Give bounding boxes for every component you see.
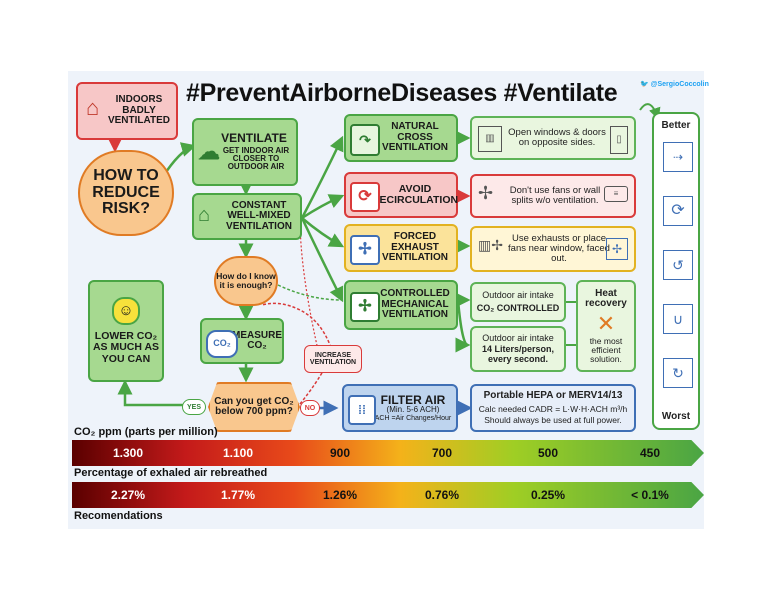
lower-label: LOWER CO₂ AS MUCH AS YOU CAN	[92, 330, 160, 365]
avoid-description-box: ✢ Don't use fans or wall splits w/o vent…	[470, 174, 636, 218]
co2-cloud-icon: CO₂	[206, 330, 238, 358]
natural-cross-ventilation-box: ↷ NATURAL CROSS VENTILATION	[344, 114, 458, 162]
recommendations-label: Recomendations	[74, 510, 163, 522]
pct-value-3: 1.26%	[322, 488, 358, 502]
indoors-badly-ventilated: ⌂ INDOORS BADLY VENTILATED	[76, 82, 178, 140]
wall-split-icon: ≡	[604, 186, 628, 202]
pct-value-2: 1.77%	[220, 488, 256, 502]
smiley-icon: ☺	[112, 297, 140, 326]
how-to-reduce-risk: HOW TO REDUCE RISK?	[78, 150, 174, 236]
twitter-icon: 🐦	[640, 81, 649, 88]
co2-value-6: 450	[639, 446, 661, 460]
measure-co2-box: CO₂ MEASURE CO₂	[200, 318, 284, 364]
twitter-handle-text: @SergioCoccolin	[650, 81, 709, 88]
pct-value-1: 2.27%	[110, 488, 146, 502]
avoid-description: Don't use fans or wall splits w/o ventil…	[509, 185, 601, 206]
heat-description: the most efficient solution.	[589, 335, 623, 364]
outdoor1-title: Outdoor air intake	[482, 290, 554, 301]
forced-exhaust-box: ✢ FORCED EXHAUST VENTILATION	[344, 224, 458, 272]
recirculation-flow-icon: ⟳	[663, 196, 693, 226]
avoid-recirculation-box: ⟳ AVOID RECIRCULATION	[344, 172, 458, 218]
house-person-icon: ⌂	[86, 95, 100, 120]
exhaust-fan-icon: ✢	[606, 238, 628, 260]
stagnant-flow-icon: ↻	[663, 358, 693, 388]
portable-note: Should always be used at full power.	[484, 414, 622, 425]
measure-label: MEASURE CO₂	[232, 329, 283, 351]
yes-label: YES	[182, 399, 206, 415]
rebreathed-scale-bar	[72, 482, 704, 508]
cross-label: NATURAL CROSS VENTILATION	[382, 121, 448, 154]
window-arrow-icon: ↷	[350, 124, 380, 156]
portable-title: Portable HEPA or MERV14/13	[483, 390, 623, 402]
worst-label: Worst	[661, 411, 691, 422]
better-label: Better	[661, 120, 691, 131]
canyou-label: Can you get CO₂ below 700 ppm?	[214, 395, 294, 417]
can-you-get-co2-box: Can you get CO₂ below 700 ppm?	[208, 382, 300, 432]
page-title: #PreventAirborneDiseases #Ventilate	[186, 79, 618, 107]
co2-value-5: 500	[537, 446, 559, 460]
increase-ventilation-box: INCREASE VENTILATION	[304, 345, 362, 373]
constant-ventilation-box: ⌂ CONSTANT WELL-MIXED VENTILATION	[192, 193, 302, 240]
lower-co2-box: ☺ LOWER CO₂ AS MUCH AS YOU CAN	[88, 280, 164, 382]
window-fan-icon: ▥✢	[478, 237, 503, 253]
no-label: NO	[300, 400, 320, 416]
heat-recovery-box: Heat recovery ✕ the most efficient solut…	[576, 280, 636, 372]
heat-title: Heat recovery	[585, 287, 627, 310]
ventilate-subtitle: GET INDOOR AIR CLOSER TO OUTDOOR AIR	[222, 145, 290, 172]
forced-description-box: ▥✢ Use exhausts or place fans near windo…	[470, 226, 636, 272]
door-icon: ▯	[610, 126, 628, 154]
fan-icon: ✢	[350, 235, 380, 265]
co2-value-4: 700	[431, 446, 453, 460]
controlled-mechanical-box: ✢ CONTROLLED MECHANICAL VENTILATION	[344, 280, 458, 330]
filter-icon: ⁞⁞	[348, 395, 376, 425]
cross-description-box: ▥ Open windows & doors on opposite sides…	[470, 116, 636, 160]
forced-description: Use exhausts or place fans near window, …	[508, 233, 610, 264]
outdoor2-title: Outdoor air intake	[482, 332, 554, 343]
indoors-label: INDOORS BADLY VENTILATED	[107, 94, 171, 127]
co2-value-2: 1.100	[222, 446, 254, 460]
portable-cadr: Calc needed CADR = L·W·H·ACH m³/h	[478, 403, 628, 414]
house-air-icon: ⌂	[198, 204, 211, 226]
pct-value-6: < 0.1%	[631, 488, 669, 502]
better-worst-column: Better Worst ⇢ ⟳ ↺ ∪ ↻	[652, 112, 700, 430]
mechanical-fan-icon: ✢	[350, 292, 380, 322]
ventilate-box: ☁ VENTILATE GET INDOOR AIR CLOSER TO OUT…	[192, 118, 298, 186]
portable-hepa-box: Portable HEPA or MERV14/13 Calc needed C…	[470, 384, 636, 432]
crossed-fan-icon: ✢	[478, 183, 494, 203]
outdoor-air-co2-box: Outdoor air intake CO₂ CONTROLLED	[470, 282, 566, 322]
twitter-handle: 🐦 @SergioCoccolin	[640, 78, 709, 92]
forced-label: FORCED EXHAUST VENTILATION	[382, 231, 448, 264]
how-label: HOW TO REDUCE RISK?	[92, 166, 160, 218]
person-wind-icon: ☁	[198, 139, 220, 164]
outdoor-air-liters-box: Outdoor air intake 14 Liters/person, eve…	[470, 326, 566, 372]
co2-scale-bar	[72, 440, 704, 466]
filter-air-box: ⁞⁞ FILTER AIR (Min. 5-6 ACH) ACH =Air Ch…	[342, 384, 458, 432]
how-do-i-know: How do I know it is enough?	[214, 256, 278, 306]
outdoor2-strong: 14 Liters/person, every second.	[481, 344, 555, 364]
pct-value-5: 0.25%	[530, 488, 566, 502]
cross-flow-icon: ⇢	[663, 142, 693, 172]
co2-scale-label: CO₂ ppm (parts per million)	[74, 426, 218, 438]
rebreathed-scale-label: Percentage of exhaled air rebreathed	[74, 467, 268, 479]
cross-description: Open windows & doors on opposite sides.	[508, 127, 606, 148]
filter-note: ACH =Air Changes/Hour	[374, 414, 452, 422]
co2-value-3: 900	[329, 446, 351, 460]
howknow-label: How do I know it is enough?	[216, 271, 276, 290]
avoid-label: AVOID RECIRCULATION	[371, 182, 459, 206]
window-icon: ▥	[478, 126, 502, 152]
curved-flow-icon: ↺	[663, 250, 693, 280]
heat-exchange-icon: ✕	[596, 310, 616, 336]
co2-value-1: 1.300	[112, 446, 144, 460]
recirculation-icon: ⟳	[350, 182, 380, 212]
filter-title: FILTER AIR	[380, 392, 446, 407]
constant-label: CONSTANT WELL-MIXED VENTILATION	[226, 199, 292, 232]
ventilate-title: VENTILATE	[221, 131, 287, 146]
pct-value-4: 0.76%	[424, 488, 460, 502]
filter-subtitle: (Min. 5-6 ACH)	[386, 405, 440, 415]
outdoor1-strong: CO₂ CONTROLLED	[476, 302, 560, 313]
u-flow-icon: ∪	[663, 304, 693, 334]
controlled-label: CONTROLLED MECHANICAL VENTILATION	[380, 288, 450, 321]
increase-label: INCREASE VENTILATION	[309, 351, 357, 366]
